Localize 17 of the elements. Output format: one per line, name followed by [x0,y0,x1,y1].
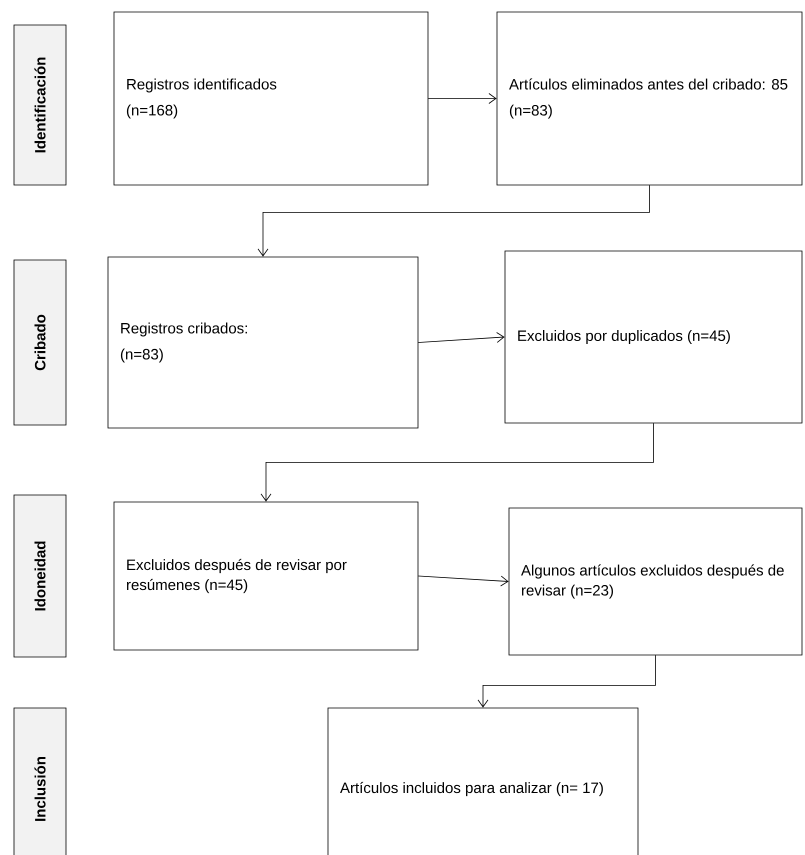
phase-label: Identificación [14,24,66,186]
process-box: Excluidos después de revisar por resúmenes (n=45) [114,502,418,650]
process-box: Registros cribados: (n=83) [108,256,418,428]
process-box: Artículos eliminados antes del cribado: 85 (n=83) [496,12,802,186]
arrow [418,332,505,343]
phase-label: Inclusión [14,708,66,855]
process-box: Artículos incluidos para analizar (n= 17) [328,708,638,855]
phase-label: Idoneidad [14,494,66,658]
process-box: Excluidos por duplicados (n=45) [504,250,802,424]
phase-label: Cribado [14,260,66,426]
process-box: Registros identificados (n=168) [114,12,428,186]
arrow [418,576,509,586]
arrow [428,93,497,104]
process-box: Algunos artículos excluidos después de revisar (n=23) [508,508,802,656]
arrow [258,185,650,257]
arrow [260,423,654,502]
arrow [478,655,656,708]
